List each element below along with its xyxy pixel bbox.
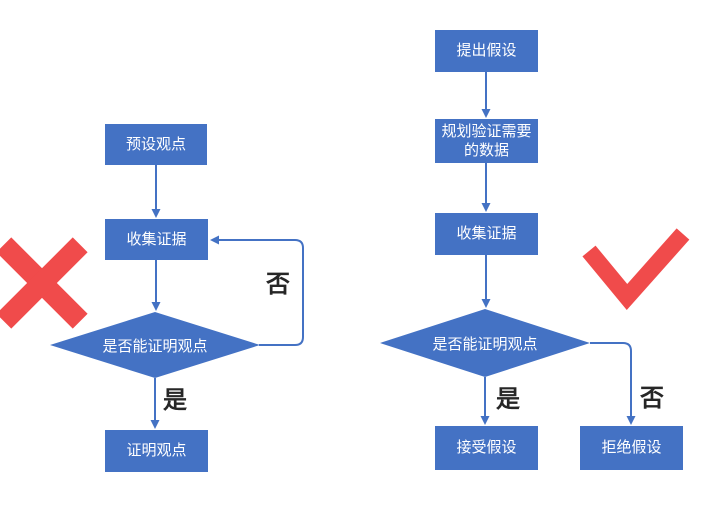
arrowhead-icon xyxy=(151,302,161,311)
right-decision-diamond xyxy=(380,309,590,377)
right-node-accept-hypothesis: 接受假设 xyxy=(435,426,538,470)
right-yes-label: 是 xyxy=(496,385,520,413)
left-no-loop-line xyxy=(219,239,304,346)
right-node-collect-evidence: 收集证据 xyxy=(435,213,538,255)
arrowhead-icon xyxy=(210,235,219,245)
arrowhead-icon xyxy=(151,209,161,218)
arrowhead-icon xyxy=(481,203,491,212)
right-node-reject-hypothesis: 拒绝假设 xyxy=(580,426,683,470)
left-yes-label: 是 xyxy=(163,386,187,414)
right-flow-connectors xyxy=(480,72,636,425)
left-node-collect-evidence: 收集证据 xyxy=(105,219,208,260)
check-mark-icon xyxy=(582,228,690,311)
arrowhead-icon xyxy=(150,420,160,429)
arrowhead-icon xyxy=(481,109,491,118)
left-decision-diamond xyxy=(50,312,260,378)
x-mark-icon xyxy=(0,237,88,329)
right-node-plan-data: 规划验证需要的数据 xyxy=(435,119,538,163)
right-no-branch-line xyxy=(590,342,632,416)
left-no-label: 否 xyxy=(266,270,290,298)
left-node-preset-view: 预设观点 xyxy=(105,124,207,165)
left-decision-label: 是否能证明观点 xyxy=(102,336,208,355)
right-node-propose-hypothesis: 提出假设 xyxy=(435,30,538,72)
arrowhead-icon xyxy=(480,416,490,425)
arrowhead-icon xyxy=(626,416,636,425)
left-node-prove-view: 证明观点 xyxy=(105,430,208,472)
left-flow-connectors xyxy=(150,165,304,429)
arrowhead-icon xyxy=(481,299,491,308)
right-decision-label: 是否能证明观点 xyxy=(432,334,538,353)
right-no-label: 否 xyxy=(640,384,664,412)
